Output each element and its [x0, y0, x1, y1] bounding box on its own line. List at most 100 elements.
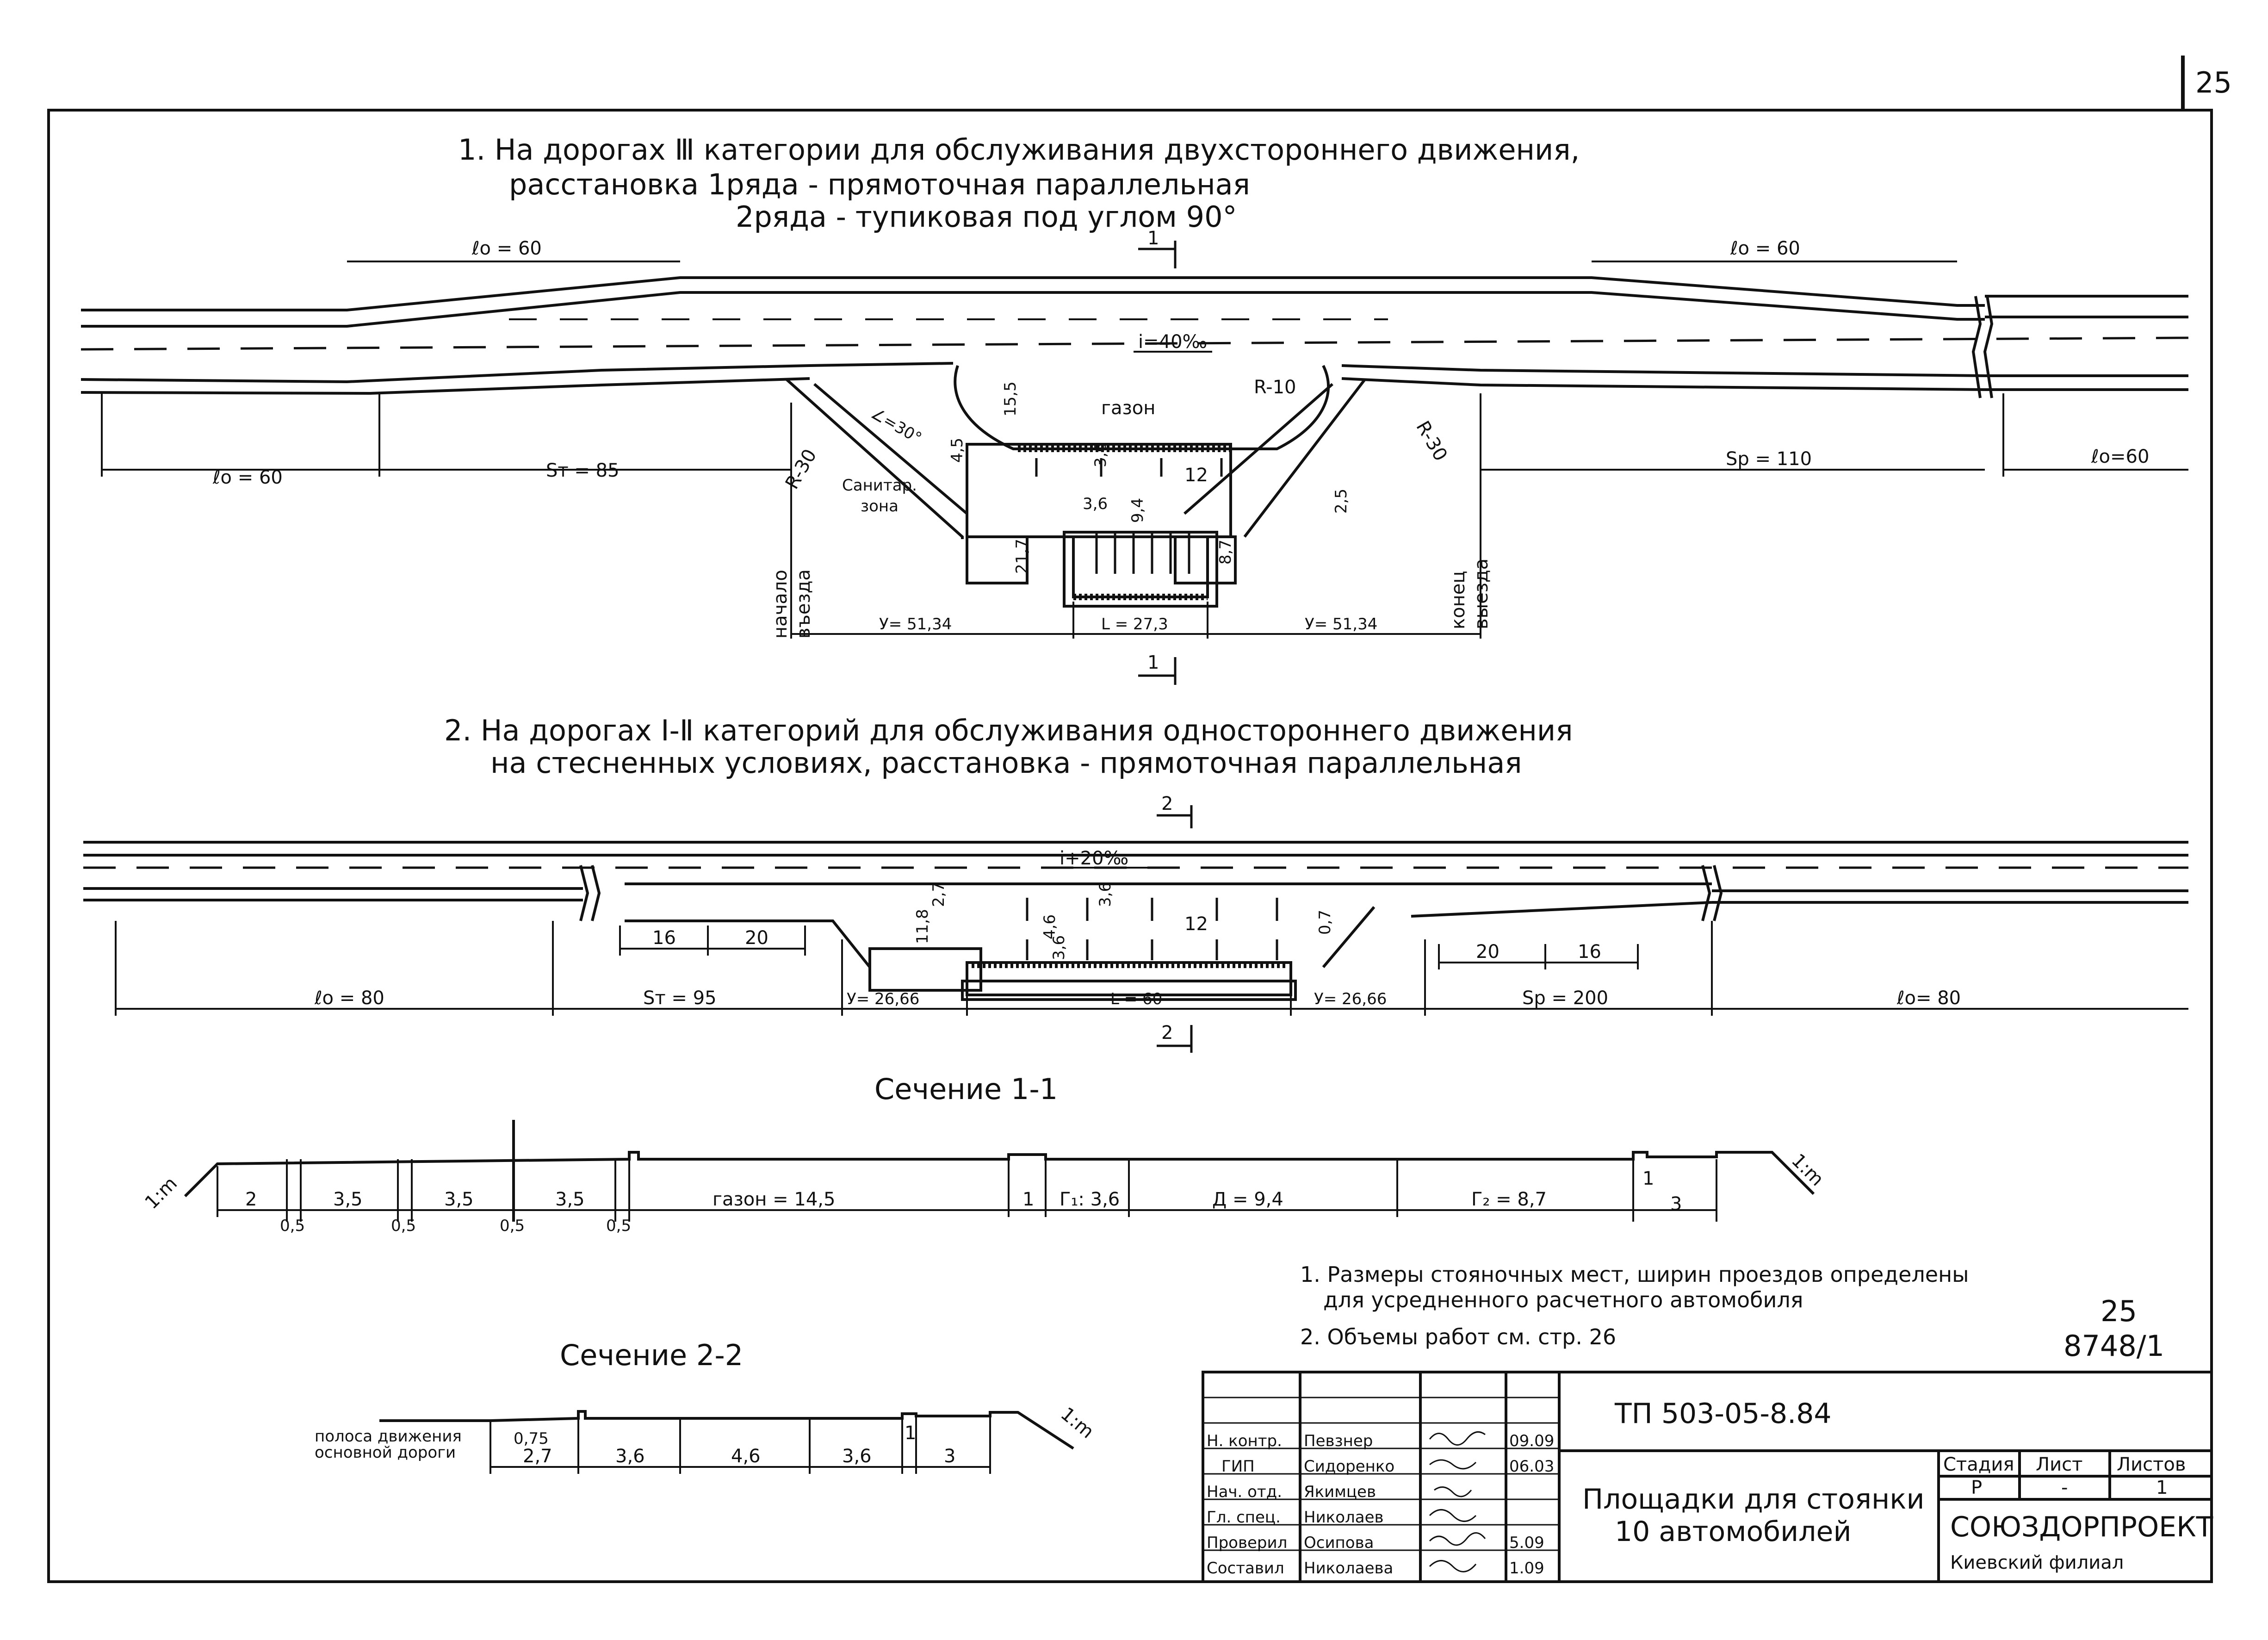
- section-2-d27: 2,7: [930, 882, 948, 907]
- section-1-r10: R-10: [1254, 377, 1296, 398]
- section-1-lawn: газон: [1101, 398, 1155, 419]
- section-2-d36: 3,6: [1096, 882, 1115, 907]
- cross-section-1-dim-line: [217, 1159, 1717, 1222]
- section-1-parking-stalls: [1035, 458, 1223, 574]
- note-2: 2. Объемы работ см. стр. 26: [1300, 1324, 1616, 1349]
- section-1-d36a: 3,6: [1091, 442, 1110, 467]
- section-1-r30-right: R-30: [1412, 417, 1451, 465]
- cross-section-1-dim-4: 3,5: [555, 1189, 585, 1210]
- signatory-date-1: 09.09: [1509, 1432, 1554, 1450]
- signature-scribbles: [1429, 1431, 1486, 1572]
- signatory-role-5: Проверил: [1207, 1534, 1287, 1552]
- section-2-l-mid: L = 60: [1110, 990, 1162, 1008]
- cross-section-2-dim-5: 3,6: [842, 1446, 872, 1467]
- section-1-d36b: 3,6: [1083, 495, 1108, 513]
- sheet-header: Лист: [2036, 1454, 2082, 1475]
- cross-section-1-sub-dim-3: 0,5: [500, 1217, 525, 1235]
- cross-section-1-sub-dim-4: 0,5: [606, 1217, 631, 1235]
- cross-section-1-slope-right: 1:m: [1787, 1150, 1828, 1191]
- signatory-role-6: Составил: [1207, 1559, 1284, 1578]
- signatory-role-4: Гл. спец.: [1207, 1508, 1281, 1527]
- title-block: ТП 503-05-8.84 Площадки для стоянки 10 а…: [1202, 1371, 2213, 1583]
- section-1-centre-line: [81, 336, 2189, 351]
- section-1-exit-end-line-1: конец: [1448, 571, 1469, 629]
- cross-section-2-dim-3: 3,6: [615, 1446, 645, 1467]
- signatory-role-2: ГИП: [1221, 1457, 1255, 1476]
- cross-section-1-dim-g1: Г₁: 3,6: [1060, 1189, 1120, 1210]
- section-1-l0-bottom-right: ℓо=60: [2091, 446, 2149, 467]
- section-1-exit-end-line-2: выезда: [1471, 559, 1492, 629]
- cross-section-1-dim-lawn: газон = 14,5: [713, 1189, 835, 1210]
- cross-section-1-dim-5: 1: [1022, 1189, 1034, 1210]
- section-2-d118: 11,8: [913, 909, 932, 944]
- sheet-frame: [47, 109, 2213, 1583]
- section-2-l0-right: ℓо= 80: [1896, 988, 1961, 1009]
- signatory-name-2: Сидоренко: [1304, 1457, 1394, 1476]
- signatory-name-6: Николаева: [1304, 1559, 1393, 1578]
- section-1-slope: i=40‰: [1138, 331, 1207, 353]
- section-2-st: Sт = 95: [643, 988, 717, 1009]
- cross-section-1-dim-2: 3,5: [333, 1189, 363, 1210]
- sheet-value: -: [2061, 1477, 2068, 1498]
- sheet-ref: 25: [2101, 1294, 2137, 1328]
- section-2-parking-stalls: [1026, 898, 1278, 960]
- section-2-slope: i+20‰: [1060, 848, 1128, 869]
- section-2-y-left: У= 26,66: [847, 990, 919, 1008]
- cross-section-1-sub-dim-1: 0,5: [280, 1217, 305, 1235]
- section-1-entry-start-line-2: въезда: [793, 569, 814, 639]
- section-1-y-left: У= 51,34: [879, 615, 952, 634]
- cross-section-1-profile: [184, 1120, 1815, 1222]
- section-1-l0-bottom-left: ℓо = 60: [212, 467, 283, 488]
- section-1-l0-left: ℓо = 60: [471, 238, 542, 259]
- section-2-d16-right: 16: [1578, 941, 1601, 963]
- cross-section-1-dim-d: Д = 9,4: [1212, 1189, 1283, 1210]
- page-number: 25: [2195, 66, 2232, 99]
- cross-section-1-dim-3: 3,5: [444, 1189, 474, 1210]
- section-1-l0-right: ℓо = 60: [1730, 238, 1800, 259]
- section-1-d94: 9,4: [1128, 498, 1147, 523]
- section-2-d20-left: 20: [745, 927, 768, 949]
- organization-branch: Киевский филиал: [1950, 1552, 2124, 1573]
- section-2-road: [83, 841, 2188, 1001]
- signatory-role-1: Н. контр.: [1207, 1432, 1282, 1450]
- section-1-cut-label-top: 1: [1147, 228, 1159, 249]
- section-2-plan: 2. На дорогах Ⅰ-Ⅱ категорий для обслужив…: [83, 714, 2188, 1053]
- section-1-d12: 12: [1184, 465, 1208, 486]
- section-2-d46: 4,6: [1041, 914, 1059, 939]
- project-title-line-2: 10 автомобилей: [1615, 1516, 1851, 1548]
- section-1-angle: ∠=30°: [868, 404, 925, 447]
- section-2-cut-marker-top: [1157, 805, 1193, 828]
- signatory-name-5: Осипова: [1304, 1534, 1374, 1552]
- section-1-d87: 8,7: [1216, 540, 1235, 565]
- cross-section-2-dim-line: [490, 1416, 991, 1474]
- section-2-title-line-1: 2. На дорогах Ⅰ-Ⅱ категорий для обслужив…: [444, 714, 1573, 747]
- section-1-d21: 21,7: [1013, 539, 1031, 574]
- cross-section-1-dim-7: 3: [1670, 1193, 1682, 1215]
- cross-section-1-slope-left: 1:m: [141, 1173, 182, 1213]
- document-code: ТП 503-05-8.84: [1614, 1398, 1832, 1430]
- section-1-cut-marker-bottom: [1138, 657, 1177, 685]
- stage-value: Р: [1971, 1477, 1982, 1498]
- sheets-header: Листов: [2117, 1454, 2186, 1475]
- section-1-sanitary-line-2: зона: [861, 497, 899, 516]
- section-2-d16-left: 16: [652, 927, 676, 949]
- signatory-date-5: 5.09: [1509, 1534, 1544, 1552]
- signatory-date-2: 06.03: [1509, 1457, 1554, 1476]
- cross-section-2-lane-label-2: основной дороги: [315, 1443, 456, 1462]
- cross-section-1-title: Сечение 1-1: [874, 1072, 1058, 1106]
- section-2-d36b: 3,6: [1050, 935, 1068, 960]
- section-1-title-line-1: 1. На дорогах Ⅲ категории для обслуживан…: [458, 133, 1580, 167]
- section-1-st: Sт = 85: [546, 460, 620, 481]
- section-1-title-line-2: расстановка 1ряда - прямоточная параллел…: [509, 168, 1250, 201]
- cross-section-1-sub-dim-2: 0,5: [391, 1217, 416, 1235]
- signatory-name-4: Николаев: [1304, 1508, 1384, 1527]
- section-2-cut-label-bottom: 2: [1161, 1022, 1173, 1044]
- sheets-value: 1: [2156, 1477, 2168, 1498]
- notes: 1. Размеры стояночных мест, ширин проезд…: [1300, 1262, 2164, 1363]
- section-2-cut-label-top: 2: [1161, 793, 1173, 814]
- cross-section-1-dim-g2: Г₂ = 8,7: [1471, 1189, 1547, 1210]
- section-1-title-line-3: 2ряда - тупиковая под углом 90°: [736, 200, 1237, 234]
- section-1-sp: Sр = 110: [1726, 448, 1812, 470]
- section-1-l-mid: L = 27,3: [1101, 615, 1168, 634]
- section-2-title-line-2: на стесненных условиях, расстановка - пр…: [490, 746, 1522, 780]
